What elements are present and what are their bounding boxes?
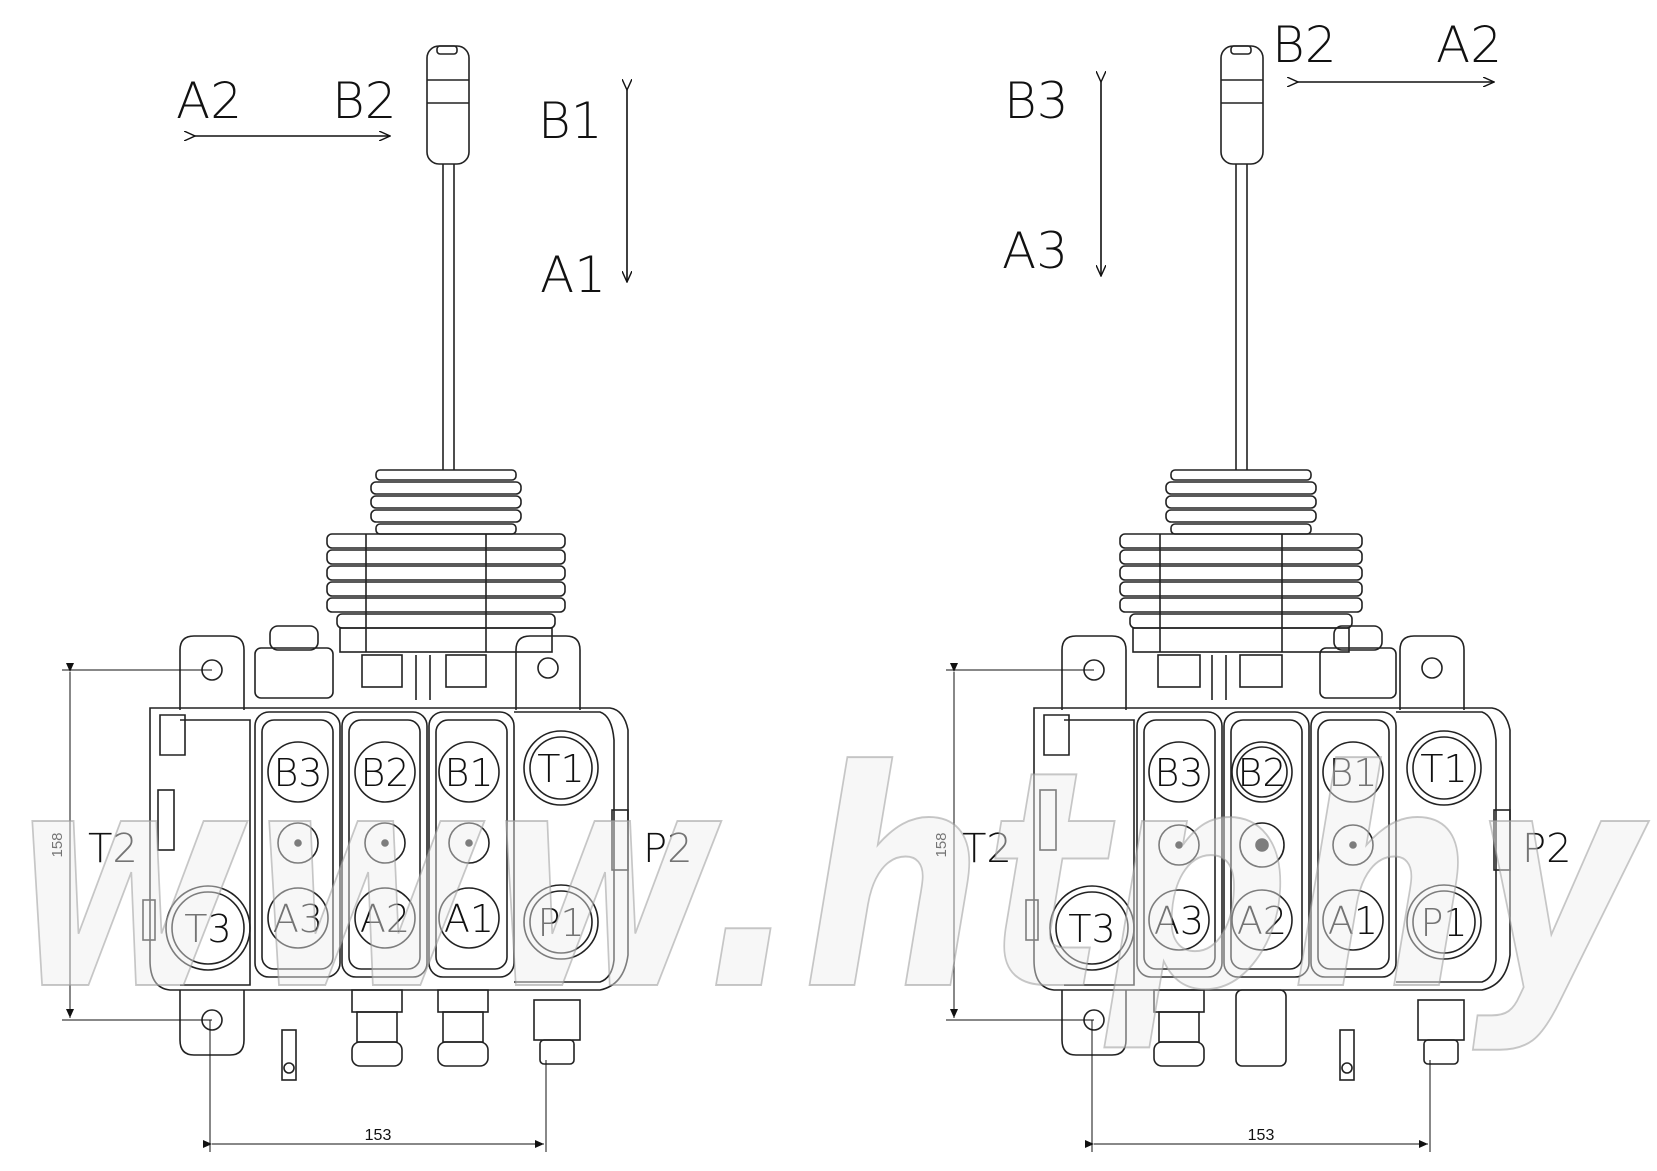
right-dim-height: 158	[933, 832, 950, 857]
left-dimension-lines	[62, 663, 547, 1152]
port-circles	[165, 730, 599, 971]
right-arrow-left-label: B2	[1272, 16, 1337, 74]
left-port-T3: T3	[184, 907, 231, 951]
right-dimension-lines	[946, 663, 1431, 1152]
left-dim-height: 158	[49, 832, 66, 857]
mounting-ears-right	[1061, 635, 1465, 1056]
right-port-T1: T1	[1420, 747, 1467, 791]
left-arrow-right-label: B2	[332, 72, 397, 130]
left-port-B3: B3	[273, 751, 322, 795]
right-port-A1: A1	[1328, 899, 1378, 943]
left-port-P1: P1	[537, 901, 584, 945]
right-port-T3: T3	[1068, 907, 1115, 951]
left-side-T2: T2	[88, 826, 138, 872]
rubber-boot	[326, 469, 566, 653]
rubber-boot-right	[1119, 469, 1363, 653]
right-arrow-right-label: A2	[1436, 16, 1502, 74]
left-port-A2: A2	[360, 897, 410, 941]
right-arrow-bottom-label: A3	[1002, 222, 1068, 280]
top-fittings-right	[1157, 625, 1397, 700]
left-port-B1: B1	[444, 751, 493, 795]
bottom-fittings-right	[1153, 989, 1465, 1081]
left-arrow-left-label: A2	[176, 72, 242, 130]
left-view	[142, 45, 629, 1081]
right-view	[1025, 45, 1511, 1081]
right-port-A2: A2	[1237, 899, 1287, 943]
bottom-fittings	[281, 989, 581, 1081]
watermark: www.htphy	[10, 707, 1649, 1056]
valve-body-right	[1025, 707, 1511, 991]
left-port-B2: B2	[360, 751, 409, 795]
left-port-A3: A3	[273, 897, 323, 941]
left-view-annotations: A2 B2 B1 A1 B3 B2 B1 T1 T3 A3 A2 A1 P1 T…	[49, 72, 693, 1152]
joystick-handle-right	[1220, 45, 1264, 470]
valve-body	[142, 707, 629, 991]
right-port-B1: B1	[1328, 751, 1377, 795]
top-fittings	[254, 625, 487, 700]
port-circles-right	[1049, 730, 1482, 971]
right-side-T2: T2	[962, 826, 1012, 872]
right-port-B2: B2	[1237, 751, 1286, 795]
right-port-B3: B3	[1154, 751, 1203, 795]
mounting-ears	[179, 635, 581, 1056]
right-port-A3: A3	[1154, 899, 1204, 943]
right-port-P1: P1	[1420, 901, 1467, 945]
right-arrow-top-label: B3	[1004, 72, 1069, 130]
left-port-T1: T1	[537, 747, 584, 791]
left-arrow-bottom-label: A1	[540, 246, 606, 304]
left-arrow-top-label: B1	[538, 92, 603, 150]
right-side-P2: P2	[1522, 826, 1572, 872]
left-dim-width: 153	[365, 1127, 392, 1144]
right-view-annotations: B2 A2 B3 A3 B3 B2 B1 T1 T3 A3 A2 A1 P1 T…	[933, 16, 1572, 1152]
joystick-handle	[426, 45, 470, 470]
left-port-A1: A1	[444, 897, 494, 941]
left-side-P2: P2	[643, 826, 693, 872]
right-dim-width: 153	[1248, 1127, 1275, 1144]
